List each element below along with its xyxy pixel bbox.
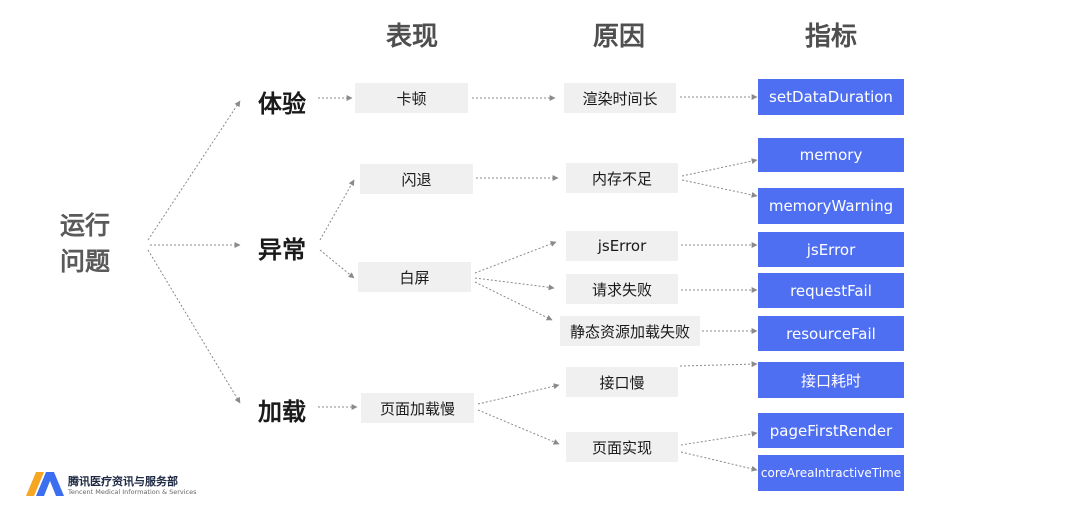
manifestation-slow-page-load: 页面加载慢 (361, 393, 474, 423)
header-manifestation: 表现 (385, 22, 438, 52)
metric-memory-warning: memoryWarning (758, 188, 904, 224)
arrow-page-impl-core-area (680, 451, 758, 472)
root-node: 运行 问题 (60, 208, 140, 280)
cause-low-memory: 内存不足 (566, 163, 678, 193)
arrow-white-screen-static-resource (474, 281, 553, 321)
manifestation-white-screen: 白屏 (358, 262, 471, 292)
manifestation-crash: 闪退 (360, 164, 473, 194)
cause-js-error: jsError (566, 231, 678, 261)
logo-name-cn: 腾讯医疗资讯与服务部 (68, 475, 178, 488)
cause-request-fail: 请求失败 (566, 274, 678, 304)
metric-set-data-duration: setDataDuration (758, 79, 904, 115)
root-label-line1: 运行 (60, 211, 111, 240)
category-loading: 加载 (258, 398, 306, 426)
cause-page-impl: 页面实现 (566, 432, 678, 462)
manifestation-stutter: 卡顿 (355, 83, 468, 113)
metric-memory: memory (758, 138, 904, 172)
metric-page-first-render: pageFirstRender (758, 413, 904, 448)
metric-core-area-interactive-time: coreAreaIntractiveTime (758, 455, 904, 491)
arrow-root-experience (147, 100, 241, 241)
root-label-line2: 问题 (60, 247, 111, 276)
arrow-slow-api-api-time (679, 361, 758, 368)
metric-js-error: jsError (758, 232, 904, 267)
metric-api-time: 接口耗时 (758, 362, 904, 398)
arrow-white-screen-request-fail (474, 277, 555, 291)
metric-request-fail: requestFail (758, 273, 904, 308)
arrow-page-impl-first-render (680, 430, 758, 446)
cause-static-resource-fail: 静态资源加载失败 (560, 316, 700, 346)
arrow-root-loading (147, 249, 241, 404)
arrow-low-memory-memory-warning (681, 179, 758, 198)
header-cause: 原因 (592, 22, 645, 52)
arrow-exception-crash (319, 179, 355, 241)
header-metric: 指标 (804, 22, 857, 52)
category-exception: 异常 (258, 236, 306, 264)
arrow-slow-page-slow-api (477, 383, 560, 405)
arrow-white-screen-js-error (474, 241, 557, 274)
arrow-slow-page-page-impl (477, 409, 560, 445)
cause-long-render: 渲染时间长 (564, 83, 676, 113)
metric-resource-fail: resourceFail (758, 316, 904, 351)
category-experience: 体验 (258, 90, 306, 118)
tencent-medical-logo-icon (26, 472, 64, 496)
arrow-exception-white-screen (319, 249, 355, 279)
cause-slow-api: 接口慢 (566, 367, 678, 397)
arrow-low-memory-memory (681, 158, 758, 177)
logo-name-en: Tencent Medical Information & Services (68, 488, 197, 496)
